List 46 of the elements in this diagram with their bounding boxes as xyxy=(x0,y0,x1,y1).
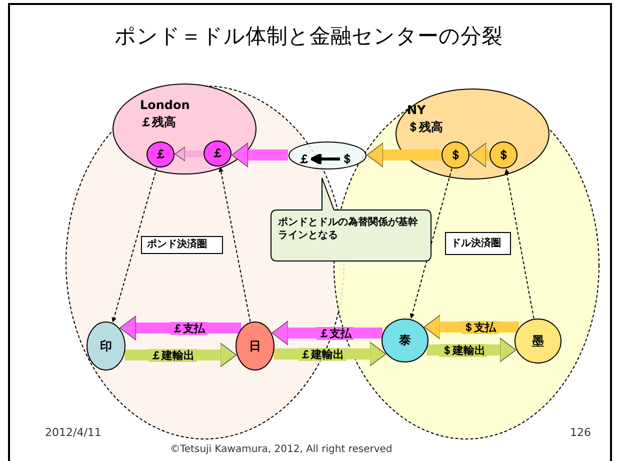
region-label: ポンド決済圏 xyxy=(147,237,207,252)
node-label: ￡ xyxy=(210,145,224,162)
edge-label: ￡建輸出 xyxy=(148,348,196,362)
dashed-arrow xyxy=(112,167,158,322)
node-label: ＄ xyxy=(496,147,510,164)
node-circle xyxy=(235,321,275,371)
edge-label: ￡支払 xyxy=(170,322,207,334)
callout-text: ポンドとドルの為替関係が基幹ラインとなる xyxy=(278,216,419,242)
node-label: 墨 xyxy=(531,333,545,350)
node-label: ￡ xyxy=(298,151,310,167)
footer-text: ©Tetsuji Kawamura, 2012, All right reserved xyxy=(170,444,392,455)
edge-label: ￡建輸出 xyxy=(298,348,346,360)
node-circle xyxy=(441,141,470,169)
node-circle xyxy=(514,318,562,364)
node-ellipse xyxy=(395,88,550,180)
region-label: ドル決済圏 xyxy=(451,236,501,251)
node-ellipse xyxy=(112,83,257,175)
node-circle xyxy=(146,141,175,168)
node-label: 印 xyxy=(99,338,113,355)
edge-label: ＄建輸出 xyxy=(439,344,488,356)
node-label: NY ＄残高 xyxy=(407,102,444,136)
node-label: ＄ xyxy=(341,151,353,167)
block-arrow xyxy=(232,142,288,168)
node-label: 日 xyxy=(248,338,262,355)
node-label: ￡ xyxy=(154,146,168,163)
footer-text: 2012/4/11 xyxy=(45,426,102,439)
dashed-arrow xyxy=(410,168,452,319)
node-ellipse xyxy=(288,141,367,170)
node-label: 泰 xyxy=(398,332,412,349)
label-box xyxy=(445,232,511,255)
dashed-arrow xyxy=(218,166,251,322)
block-arrow xyxy=(470,142,489,168)
node-label: ＄ xyxy=(448,147,462,164)
block-arrow xyxy=(366,142,441,168)
block-arrow xyxy=(174,146,203,162)
label-box xyxy=(141,236,223,254)
node-circle xyxy=(86,321,126,371)
title: ポンド＝ドル体制と金融センターの分裂 xyxy=(114,23,504,50)
edge-label: ￡支払 xyxy=(316,326,354,340)
edge-label: ＄支払 xyxy=(461,320,498,334)
dashed-arrow xyxy=(504,168,534,319)
footer-text: 126 xyxy=(570,426,591,439)
node-circle xyxy=(489,141,518,169)
node-circle xyxy=(203,140,232,167)
node-circle xyxy=(381,318,429,363)
callout-box xyxy=(270,178,432,262)
